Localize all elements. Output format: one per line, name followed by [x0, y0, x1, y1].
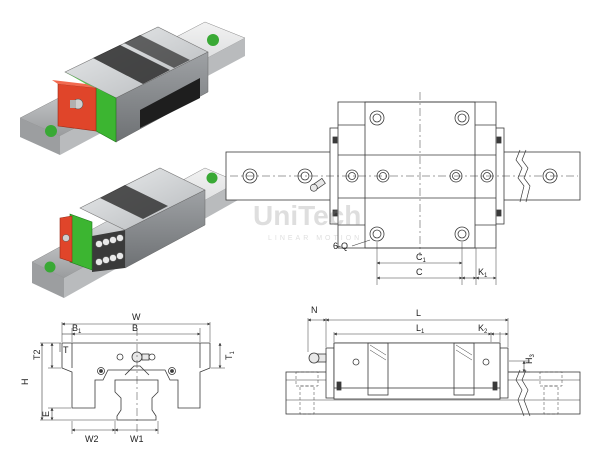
rail-mount-dot	[207, 34, 219, 46]
dim-c-label: C	[416, 267, 423, 277]
front-section-view	[40, 322, 225, 434]
dim-t-label: T	[63, 345, 69, 355]
dim-c1-label: C1	[416, 252, 427, 264]
dim-k2-label: K2	[478, 323, 488, 335]
dim-w2-label: W2	[85, 434, 99, 444]
dim-k1-label: K1	[478, 267, 488, 279]
guide-block-render-2-cutaway	[31, 167, 239, 298]
dim-l1-label: L1	[416, 323, 425, 335]
rail-mount-dot	[45, 125, 57, 137]
hole-count-label: 6-Q	[333, 241, 348, 251]
dim-w-label: W	[132, 312, 141, 322]
rail-mount-dot	[44, 261, 56, 273]
dim-e-label: E	[41, 411, 51, 417]
top-plan-view	[225, 92, 581, 285]
dim-n-label: N	[311, 305, 318, 315]
dim-b-label: B	[132, 323, 138, 333]
guide-block-render-1	[19, 21, 246, 155]
dim-l-label: L	[416, 308, 421, 318]
dim-h-label: H	[20, 379, 30, 386]
dim-t2-label: T2	[32, 349, 42, 360]
watermark: UniTech LINEAR MOTION	[253, 200, 362, 242]
rail-mount-dot	[206, 172, 218, 184]
svg-text:UniTech: UniTech	[253, 200, 361, 231]
dim-h3-label: H3	[524, 354, 536, 365]
dim-t1-label: T1	[224, 351, 236, 361]
dim-b1-label: B1	[72, 323, 82, 335]
side-elevation-view	[285, 318, 581, 417]
dim-w1-label: W1	[130, 434, 144, 444]
svg-text:LINEAR MOTION: LINEAR MOTION	[268, 235, 362, 242]
